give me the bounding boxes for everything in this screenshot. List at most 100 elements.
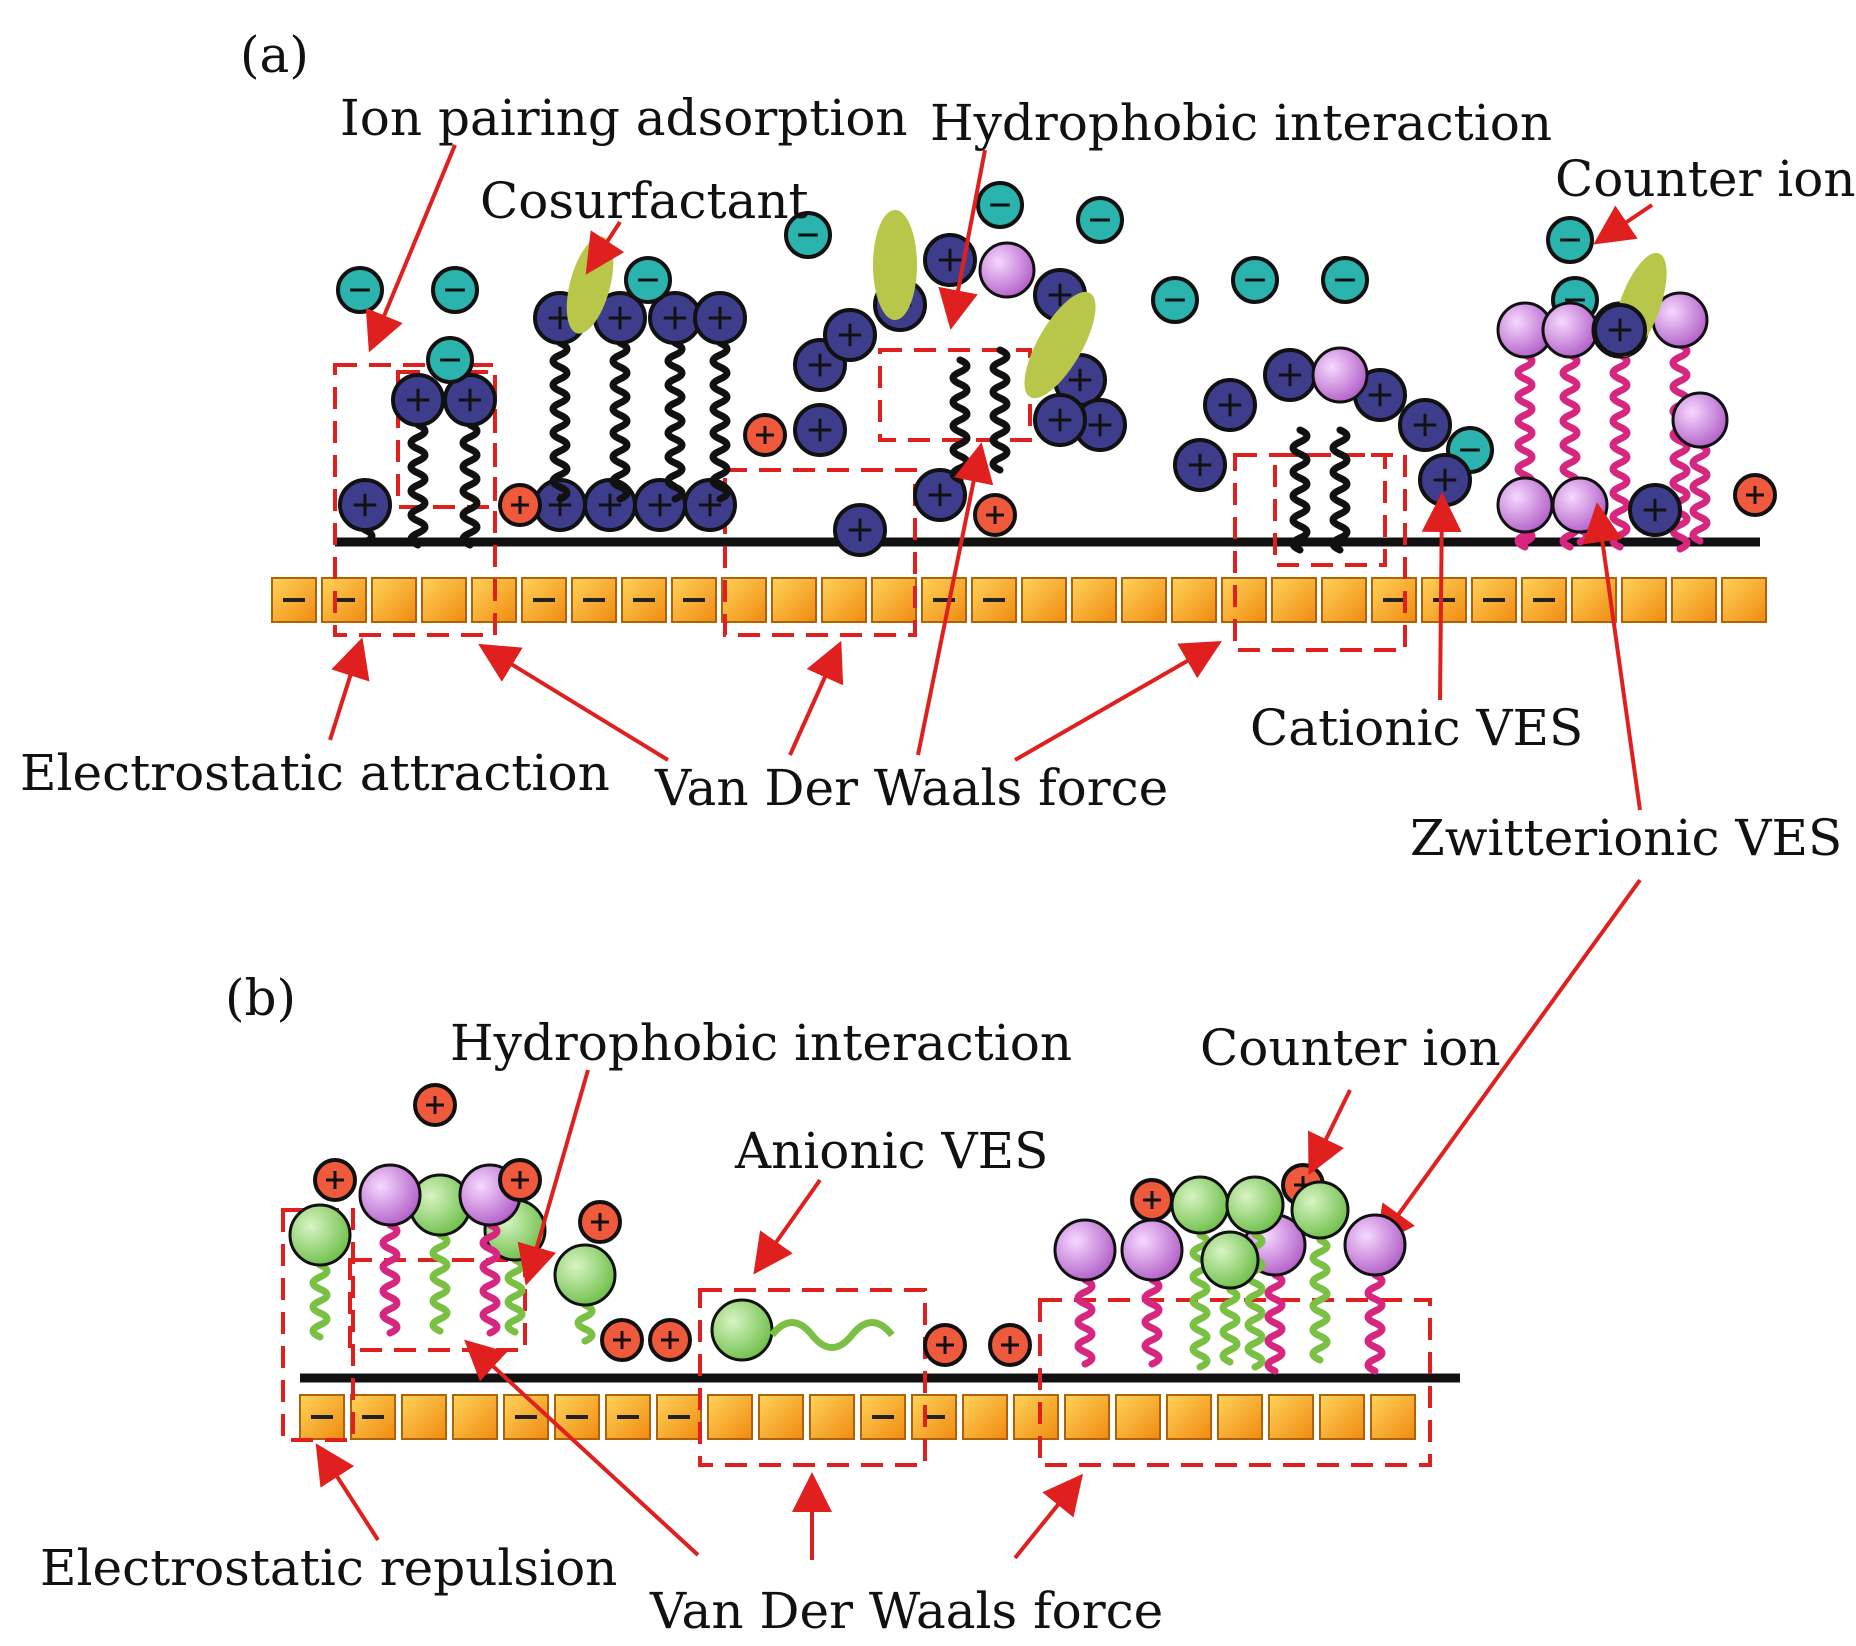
counter-anion	[1546, 216, 1594, 264]
label-van-der-waals-b: Van Der Waals force	[649, 1582, 1163, 1640]
arrow-vdw-a-left	[478, 643, 670, 762]
arrow-vdw-a-mid	[788, 640, 844, 756]
counter-cation	[648, 1318, 692, 1362]
label-zwitterionic-ves: Zwitterionic VES	[1410, 809, 1842, 867]
cation-head	[1418, 453, 1472, 507]
counter-anion	[1321, 256, 1369, 304]
counter-anion	[624, 256, 672, 304]
arrow-vdw-a-right	[1014, 641, 1222, 762]
zwitter-tail	[1609, 351, 1631, 551]
counter-cation	[988, 1323, 1032, 1367]
arrow-zwitterionic-b	[1375, 878, 1642, 1247]
surfactant-tail	[664, 339, 686, 503]
substrate-block	[758, 1394, 804, 1440]
zwitter-head	[1311, 346, 1369, 404]
arrows-a	[328, 144, 1654, 1247]
substrate-block	[1621, 577, 1667, 623]
cation-head	[1593, 303, 1647, 357]
substrate-block	[721, 577, 767, 623]
molecules-b	[288, 1083, 1407, 1375]
substrate-block	[1166, 1394, 1212, 1440]
cation-head	[633, 478, 687, 532]
substrate-block	[452, 1394, 498, 1440]
arrow-hydrophobic-b	[517, 1069, 590, 1286]
arrow-hydrophobic-a	[938, 149, 987, 330]
arrow-counter-ion-b	[1308, 1089, 1352, 1176]
arrow-cosurfactant	[585, 220, 625, 275]
zwitter-head	[1053, 1218, 1117, 1282]
substrate-block	[821, 577, 867, 623]
counter-anion	[1151, 276, 1199, 324]
substrate-block	[1071, 577, 1117, 623]
arrows-b	[315, 1069, 1352, 1560]
anionic-head	[1290, 1180, 1350, 1240]
surfactant-tail	[549, 339, 571, 503]
counter-cation	[1733, 473, 1777, 517]
cation-head	[1628, 483, 1682, 537]
substrate-block	[321, 577, 367, 623]
box-cationic-core	[1273, 453, 1387, 567]
zwitter-head	[1343, 1213, 1407, 1277]
label-electrostatic-attraction: Electrostatic attraction	[20, 744, 610, 802]
substrate-block	[1721, 577, 1767, 623]
surfactant-tail	[407, 421, 429, 549]
arrow-vdw-b-left	[464, 1339, 700, 1557]
panel-b: (b) Hydrophobic interaction Counter ion …	[40, 969, 1501, 1640]
cosurfactant-ellipse	[1024, 291, 1096, 399]
anionic-tail	[1219, 1286, 1241, 1366]
counter-anion	[431, 266, 479, 314]
counter-cation	[743, 413, 787, 457]
arrow-counter-ion-a	[1593, 203, 1654, 245]
substrate-block	[1217, 1394, 1263, 1440]
zwitter-head	[978, 241, 1036, 299]
cosurfactant-ellipse	[873, 210, 917, 320]
counter-cation	[923, 1323, 967, 1367]
zwitter-tail	[1141, 1276, 1163, 1368]
anionic-tail	[574, 1301, 596, 1345]
substrate-block	[1319, 1394, 1365, 1440]
cation-head	[913, 468, 967, 522]
anionic-head	[288, 1203, 352, 1267]
counter-cation	[1130, 1178, 1174, 1222]
substrate-block	[1271, 577, 1317, 623]
label-counter-ion-a: Counter ion	[1555, 150, 1856, 208]
arrow-cationic-ves	[1421, 492, 1462, 701]
counter-cation	[973, 493, 1017, 537]
substrate-block	[1171, 577, 1217, 623]
label-cosurfactant: Cosurfactant	[480, 172, 809, 230]
label-hydrophobic-interaction-b: Hydrophobic interaction	[450, 1014, 1072, 1072]
box-vdw-a1	[723, 468, 917, 637]
cation-head	[1203, 378, 1257, 432]
anionic-head	[1225, 1175, 1285, 1235]
zwitter-head	[1541, 301, 1599, 359]
zwitter-head	[1496, 476, 1554, 534]
substrate-block	[1013, 1394, 1059, 1440]
substrate-block	[1221, 577, 1267, 623]
substrate-block	[371, 577, 417, 623]
zwitter-tail	[1264, 1271, 1286, 1375]
counter-anion	[1231, 256, 1279, 304]
surfactant-tail	[459, 421, 481, 549]
cation-head	[833, 503, 887, 557]
counter-cation	[498, 483, 542, 527]
cation-head	[1073, 398, 1127, 452]
cation-head	[443, 373, 497, 427]
surfactant-tail	[709, 339, 731, 503]
micelle-tail	[949, 356, 971, 484]
anionic-head	[1200, 1230, 1260, 1290]
box-hydrophobic-a	[878, 348, 1032, 442]
anionic-tail	[1309, 1236, 1331, 1364]
cation-head	[1263, 348, 1317, 402]
micelle-tail	[1289, 426, 1311, 554]
anionic-tail	[1189, 1231, 1211, 1371]
substrate-block	[771, 577, 817, 623]
counter-cation	[413, 1083, 457, 1127]
counter-anion	[1076, 196, 1124, 244]
zwitter-tail	[1364, 1271, 1386, 1375]
molecules-a	[336, 181, 1777, 557]
arrow-anionic-ves	[753, 1178, 822, 1275]
cation-head	[823, 308, 877, 362]
zwitter-tail	[1669, 341, 1691, 553]
box-electrostatic-attraction	[333, 363, 497, 637]
